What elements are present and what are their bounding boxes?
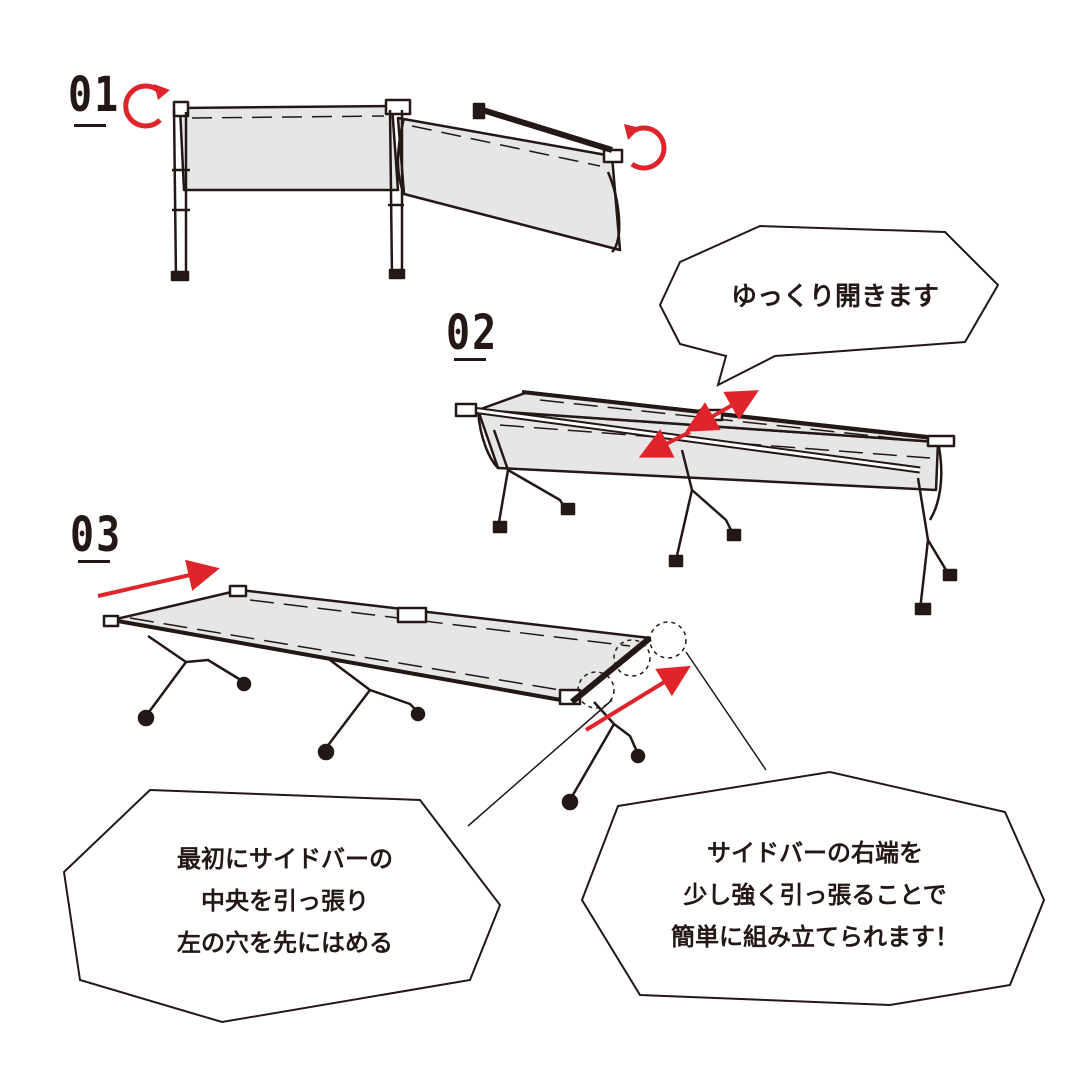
step-number-01: 01 bbox=[68, 68, 121, 124]
step-number-02: 02 bbox=[446, 306, 499, 362]
rotate-arrow-icon bbox=[624, 124, 667, 171]
bubble-left-line-1: 最初にサイドバーの bbox=[177, 845, 393, 873]
bubble-right-text: サイドバーの右端を 少し強く引っ張ることで 簡単に組み立てられます！ bbox=[610, 832, 1020, 958]
double-arrow-icon bbox=[685, 390, 759, 432]
speech-bubble-left bbox=[62, 788, 502, 1024]
arrow-icon bbox=[584, 665, 691, 732]
cot-opening bbox=[454, 390, 958, 616]
cot-folded bbox=[170, 98, 624, 282]
bubble-open-slowly-text: ゆっくり開きます bbox=[730, 282, 939, 312]
speech-bubble-right bbox=[580, 770, 1046, 1007]
bubble-left-line-2: 中央を引っ張り bbox=[201, 887, 369, 915]
cot-assembled bbox=[102, 584, 767, 827]
bubble-right-line-1: サイドバーの右端を bbox=[707, 839, 923, 867]
arrow-icon bbox=[638, 428, 691, 458]
step-number-03: 03 bbox=[70, 508, 123, 564]
step-underline bbox=[454, 358, 486, 361]
speech-bubble-top bbox=[658, 224, 1000, 387]
rotate-arrow-icon bbox=[123, 83, 170, 129]
step-underline bbox=[78, 560, 110, 563]
arrow-icon bbox=[97, 559, 220, 598]
bubble-right-line-2: 少し強く引っ張ることで bbox=[683, 881, 947, 909]
step-underline bbox=[74, 124, 106, 127]
bubble-left-text: 最初にサイドバーの 中央を引っ張り 左の穴を先にはめる bbox=[100, 838, 470, 964]
bubble-left-line-3: 左の穴を先にはめる bbox=[177, 929, 393, 957]
bubble-right-line-3: 簡単に組み立てられます！ bbox=[671, 923, 959, 951]
